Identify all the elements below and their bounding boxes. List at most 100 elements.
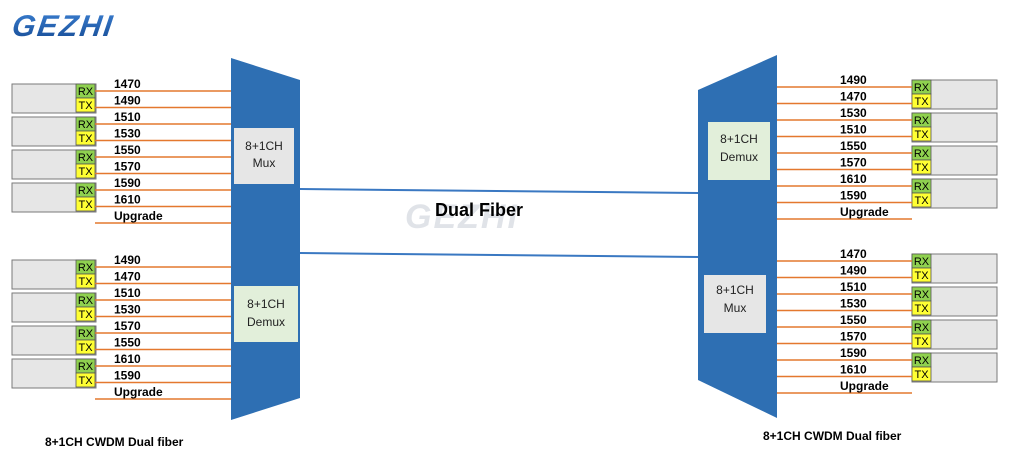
right-tx-label-1-0: TX xyxy=(914,270,929,282)
right-tx-label-0-2: TX xyxy=(914,162,929,174)
channel-layer: RX TX RX TX RX TX RX TX 1470 1490 1510 1530 1550 1570… xyxy=(11,73,998,400)
left-tx-label-1-3: TX xyxy=(78,375,93,387)
left-tx-cell-0-0 xyxy=(75,97,96,113)
left-wavelength-label-0-5: 1570 xyxy=(114,160,141,174)
right-tx-label-0-1: TX xyxy=(914,129,929,141)
left-wavelength-label-0-6: 1590 xyxy=(114,176,141,190)
right-demux-line1: 8+1CH xyxy=(720,132,758,146)
right-wavelength-label-0-7: 1590 xyxy=(840,189,867,203)
right-trapezoid xyxy=(698,55,777,418)
right-wavelength-label-0-0: 1490 xyxy=(840,73,867,87)
right-rx-label-0-2: RX xyxy=(914,148,930,160)
left-wavelength-label-1-6: 1610 xyxy=(114,352,141,366)
right-wavelength-label-0-1: 1470 xyxy=(840,90,867,104)
left-caption: 8+1CH CWDM Dual fiber xyxy=(45,435,184,449)
right-wavelength-label-0-4: 1550 xyxy=(840,139,867,153)
right-upgrade-label-bottom: Upgrade xyxy=(840,379,889,393)
left-rx-label-1-0: RX xyxy=(78,262,94,274)
right-mux-line1: 8+1CH xyxy=(716,283,754,297)
right-rx-label-0-1: RX xyxy=(914,115,930,127)
left-rx-label-1-2: RX xyxy=(78,328,94,340)
right-upgrade-label-top: Upgrade xyxy=(840,205,889,219)
right-wavelength-label-0-2: 1530 xyxy=(840,106,867,120)
left-rx-label-1-3: RX xyxy=(78,361,94,373)
left-wavelength-label-0-2: 1510 xyxy=(114,110,141,124)
left-tx-label-0-2: TX xyxy=(78,166,93,178)
left-upgrade-label-top: Upgrade xyxy=(114,209,163,223)
left-rx-label-0-3: RX xyxy=(78,185,94,197)
right-rx-label-1-1: RX xyxy=(914,289,930,301)
left-mux-line2: Mux xyxy=(253,156,276,170)
left-tx-cell-1-1 xyxy=(75,306,96,322)
left-tx-cell-1-2 xyxy=(75,339,96,355)
left-wavelength-label-0-7: 1610 xyxy=(114,193,141,207)
right-wavelength-label-1-1: 1490 xyxy=(840,264,867,278)
right-wavelength-label-1-7: 1610 xyxy=(840,363,867,377)
right-wavelength-label-1-3: 1530 xyxy=(840,297,867,311)
left-trapezoid xyxy=(231,58,300,420)
left-rx-label-0-2: RX xyxy=(78,152,94,164)
right-tx-label-0-0: TX xyxy=(914,96,929,108)
left-tx-label-1-1: TX xyxy=(78,309,93,321)
left-mux-box xyxy=(234,128,294,184)
left-wavelength-label-1-5: 1550 xyxy=(114,336,141,350)
left-tx-label-0-0: TX xyxy=(78,100,93,112)
right-caption: 8+1CH CWDM Dual fiber xyxy=(763,429,902,443)
left-tx-label-0-1: TX xyxy=(78,133,93,145)
right-tx-cell-0-1 xyxy=(911,126,932,142)
left-rx-label-0-1: RX xyxy=(78,119,94,131)
right-rx-label-1-2: RX xyxy=(914,322,930,334)
left-wavelength-label-1-4: 1570 xyxy=(114,319,141,333)
left-tx-cell-0-3 xyxy=(75,196,96,212)
left-demux-line2: Demux xyxy=(247,315,285,329)
right-rx-label-0-0: RX xyxy=(914,82,930,94)
right-demux-line2: Demux xyxy=(720,150,758,164)
left-tx-label-1-2: TX xyxy=(78,342,93,354)
right-tx-cell-1-3 xyxy=(911,366,932,382)
right-tx-cell-0-0 xyxy=(911,93,932,109)
right-tx-cell-0-2 xyxy=(911,159,932,175)
left-wavelength-label-1-2: 1510 xyxy=(114,286,141,300)
right-rx-label-0-3: RX xyxy=(914,181,930,193)
left-tx-cell-0-2 xyxy=(75,163,96,179)
left-rx-label-1-1: RX xyxy=(78,295,94,307)
right-tx-cell-1-0 xyxy=(911,267,932,283)
right-tx-label-0-3: TX xyxy=(914,195,929,207)
logo: GEZHI xyxy=(10,10,116,43)
right-wavelength-label-0-3: 1510 xyxy=(840,123,867,137)
left-upgrade-label-bottom: Upgrade xyxy=(114,385,163,399)
right-tx-cell-1-1 xyxy=(911,300,932,316)
left-wavelength-label-1-3: 1530 xyxy=(114,303,141,317)
right-wavelength-label-1-4: 1550 xyxy=(840,313,867,327)
left-wavelength-label-0-3: 1530 xyxy=(114,127,141,141)
watermark: GEZHI xyxy=(405,198,519,236)
left-tx-cell-0-1 xyxy=(75,130,96,146)
left-wavelength-label-1-1: 1470 xyxy=(114,270,141,284)
left-wavelength-label-1-7: 1590 xyxy=(114,369,141,383)
fiber-label: Dual Fiber xyxy=(435,200,523,220)
right-wavelength-label-1-2: 1510 xyxy=(840,280,867,294)
left-tx-label-0-3: TX xyxy=(78,199,93,211)
fiber-line-top xyxy=(299,188,699,194)
right-tx-label-1-3: TX xyxy=(914,369,929,381)
left-mux-line1: 8+1CH xyxy=(245,139,283,153)
left-rx-label-0-0: RX xyxy=(78,86,94,98)
right-wavelength-label-0-6: 1610 xyxy=(840,172,867,186)
right-tx-cell-0-3 xyxy=(911,192,932,208)
fiber-line-bottom xyxy=(299,252,699,258)
left-demux-box xyxy=(234,286,298,342)
right-rx-label-1-0: RX xyxy=(914,256,930,268)
left-wavelength-label-0-4: 1550 xyxy=(114,143,141,157)
left-tx-label-1-0: TX xyxy=(78,276,93,288)
right-wavelength-label-1-6: 1590 xyxy=(840,346,867,360)
right-demux-box xyxy=(708,122,770,180)
right-mux-box xyxy=(704,275,766,333)
right-tx-cell-1-2 xyxy=(911,333,932,349)
left-wavelength-label-0-0: 1470 xyxy=(114,77,141,91)
right-wavelength-label-0-5: 1570 xyxy=(840,156,867,170)
left-wavelength-label-0-1: 1490 xyxy=(114,94,141,108)
right-tx-label-1-1: TX xyxy=(914,303,929,315)
left-wavelength-label-1-0: 1490 xyxy=(114,253,141,267)
